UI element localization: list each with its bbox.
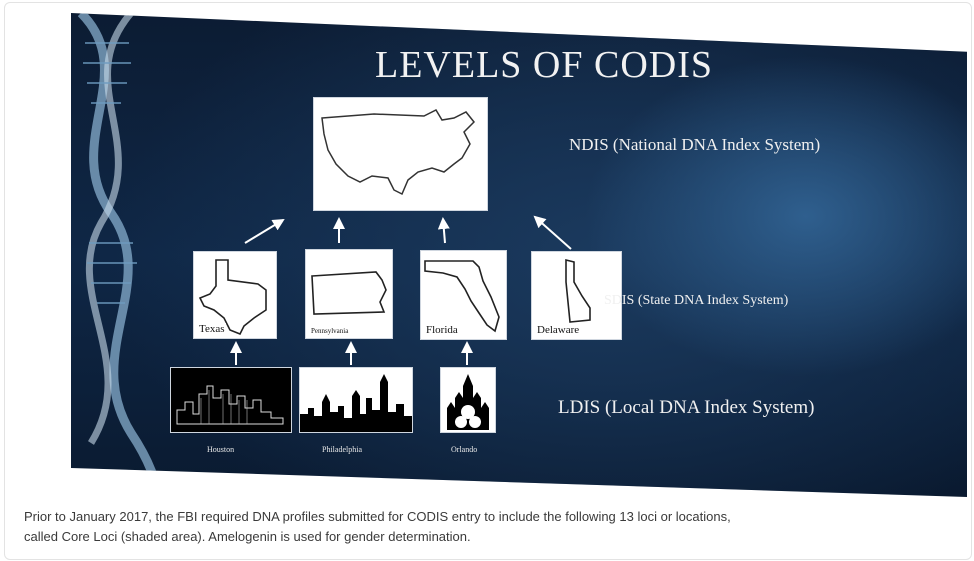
philadelphia-skyline bbox=[299, 367, 413, 433]
texas-map: Texas bbox=[193, 251, 277, 339]
state-label-florida: Florida bbox=[425, 324, 459, 336]
usa-outline-icon bbox=[321, 109, 476, 196]
caption-line-2: called Core Loci (shaded area). Amelogen… bbox=[24, 529, 471, 544]
florida-outline-icon bbox=[424, 260, 500, 333]
sdis-label: SDIS (State DNA Index System) bbox=[604, 293, 789, 308]
delaware-map: Delaware bbox=[531, 251, 622, 340]
caption-line-1: Prior to January 2017, the FBI required … bbox=[24, 509, 731, 524]
slide-image[interactable]: LEVELS OF CODIS bbox=[71, 13, 967, 497]
orlando-castle bbox=[440, 367, 496, 433]
content-card: LEVELS OF CODIS bbox=[4, 2, 972, 560]
ldis-label: LDIS (Local DNA Index System) bbox=[558, 397, 815, 418]
delaware-outline-icon bbox=[565, 258, 591, 323]
houston-skyline bbox=[170, 367, 292, 433]
state-label-pennsylvania: Pennsylvania bbox=[310, 327, 350, 335]
state-label-texas: Texas bbox=[198, 323, 226, 335]
usa-map bbox=[313, 97, 488, 211]
state-label-delaware: Delaware bbox=[536, 324, 581, 336]
dna-helix-graphic bbox=[77, 13, 164, 497]
florida-map: Florida bbox=[420, 250, 507, 340]
pennsylvania-outline-icon bbox=[311, 271, 387, 315]
city-label-houston: Houston bbox=[207, 445, 235, 454]
image-caption: Prior to January 2017, the FBI required … bbox=[24, 507, 974, 547]
pennsylvania-map: Pennsylvania bbox=[305, 249, 393, 339]
ndis-label: NDIS (National DNA Index System) bbox=[569, 135, 821, 154]
houston-skyline-icon bbox=[171, 368, 291, 432]
texas-outline-icon bbox=[198, 259, 267, 336]
philadelphia-skyline-icon bbox=[300, 374, 412, 432]
slide-title: LEVELS OF CODIS bbox=[374, 44, 714, 86]
castle-icon bbox=[447, 374, 489, 430]
city-label-orlando: Orlando bbox=[451, 445, 478, 454]
city-label-philadelphia: Philadelphia bbox=[322, 445, 362, 454]
